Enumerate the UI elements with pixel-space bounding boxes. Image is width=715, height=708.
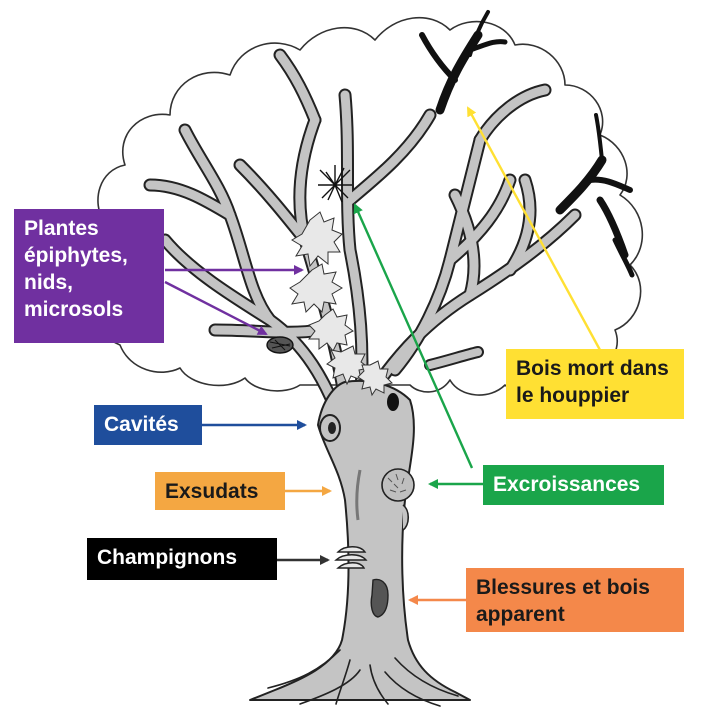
label-blessures: Blessures et bois apparent [466,568,684,632]
wound [371,580,388,617]
cavity-upper [387,393,399,411]
burl [382,469,414,501]
label-plantes: Plantes épiphytes, nids, microsols [14,209,164,343]
label-cavites: Cavités [94,405,202,445]
label-excroissances: Excroissances [483,465,664,505]
trunk [250,381,470,700]
label-bois-mort: Bois mort dans le houppier [506,349,684,419]
epiphytes [290,212,392,395]
bracket-fungi [336,547,366,568]
label-champignons: Champignons [87,538,277,580]
label-exsudats: Exsudats [155,472,285,510]
